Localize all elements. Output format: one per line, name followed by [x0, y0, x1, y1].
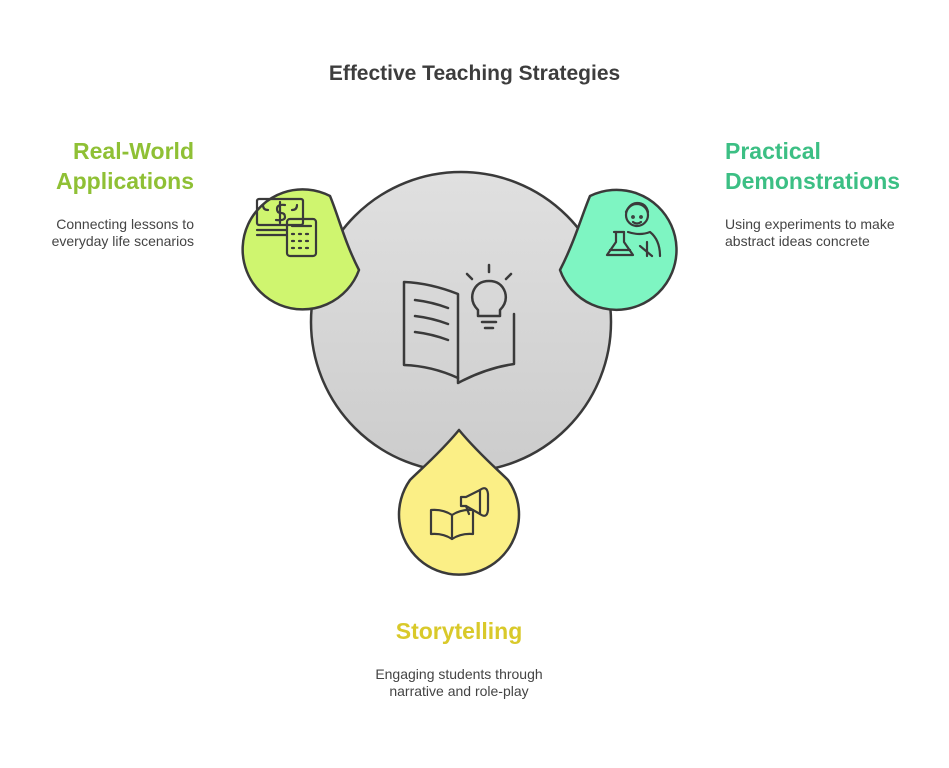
storytelling-desc: Engaging students through narrative and … — [309, 666, 609, 700]
practical-desc: Using experiments to make abstract ideas… — [725, 216, 935, 250]
storytelling-label-line1: Storytelling — [395, 618, 523, 644]
real-world-desc-line1: Connecting lessons to — [56, 216, 194, 232]
storytelling-desc-line1: Engaging students through — [375, 666, 543, 682]
real-world-desc: Connecting lessons to everyday life scen… — [14, 216, 194, 250]
practical-desc-line1: Using experiments to make — [725, 216, 895, 232]
storytelling-bubble — [397, 428, 521, 576]
practical-label: Practical Demonstrations — [725, 136, 935, 196]
money-calculator-icon — [255, 197, 318, 258]
diagram-title: Effective Teaching Strategies — [328, 62, 621, 85]
real-world-label: Real-World Applications — [24, 136, 194, 196]
book-megaphone-icon — [429, 487, 490, 541]
real-world-desc-line2: everyday life scenarios — [51, 233, 194, 249]
center-circle — [309, 170, 613, 474]
practical-label-line1: Practical — [725, 138, 821, 164]
open-book-lightbulb-icon — [402, 263, 516, 385]
practical-desc-line2: abstract ideas concrete — [725, 233, 870, 249]
storytelling-desc-line2: narrative and role-play — [389, 683, 529, 699]
storytelling-label: Storytelling — [309, 616, 609, 646]
practical-label-line2: Demonstrations — [725, 168, 901, 194]
scientist-flask-icon — [605, 201, 662, 258]
real-world-label-line1: Real-World — [73, 138, 194, 164]
real-world-label-line2: Applications — [55, 168, 194, 194]
real-world-bubble-shape — [241, 188, 361, 311]
